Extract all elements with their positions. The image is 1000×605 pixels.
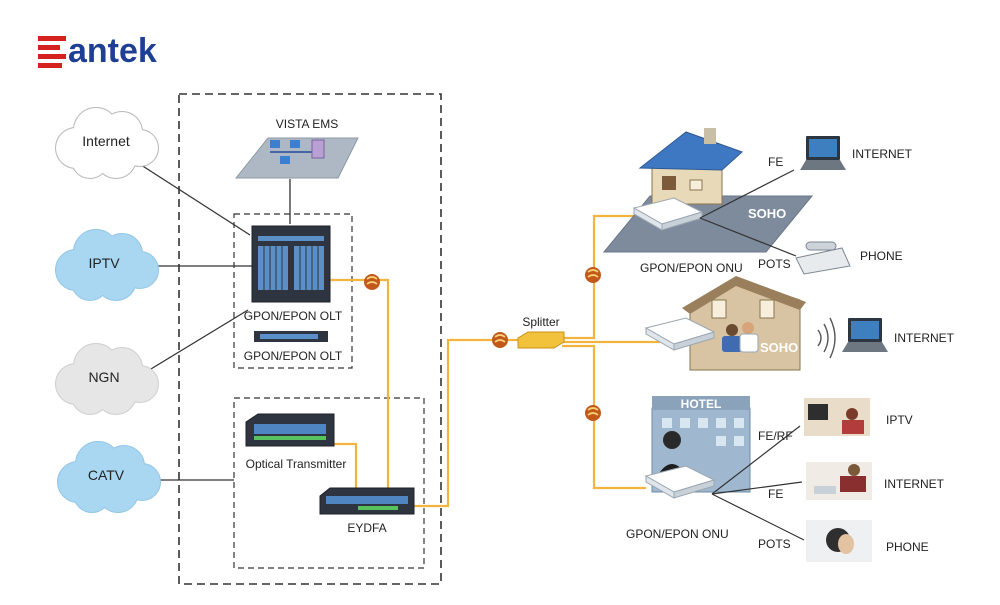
port-label: POTS bbox=[758, 257, 791, 271]
device-label: PHONE bbox=[886, 540, 929, 554]
phone-photo bbox=[806, 520, 872, 562]
central-office-boundary bbox=[178, 93, 442, 585]
eydfa-amplifier: EYDFA bbox=[319, 487, 415, 535]
cloud-label: NGN bbox=[88, 369, 119, 385]
laptop-icon bbox=[842, 318, 888, 352]
olt-main-label: GPON/EPON OLT bbox=[244, 309, 343, 323]
source-links bbox=[137, 162, 291, 481]
fiber-links bbox=[330, 214, 660, 508]
fiber-icon bbox=[363, 273, 381, 291]
hotel-site: HOTEL GPON/EPON ONU FE/RF FE POTS bbox=[626, 396, 945, 562]
catv-group-boundary bbox=[233, 397, 425, 569]
splitter: Splitter bbox=[517, 315, 565, 349]
soho-middle-site: SOHO INTERNET bbox=[645, 276, 955, 371]
onu-label: GPON/EPON ONU bbox=[626, 527, 729, 541]
transmitter-label: Optical Transmitter bbox=[246, 457, 347, 471]
internet-photo bbox=[806, 462, 872, 500]
olt-secondary: GPON/EPON OLT bbox=[244, 331, 343, 363]
device-label: IPTV bbox=[886, 413, 913, 427]
cloud-label: IPTV bbox=[88, 255, 120, 271]
olt-secondary-label: GPON/EPON OLT bbox=[244, 349, 343, 363]
antek-logo: antek bbox=[38, 32, 157, 70]
cloud-label: CATV bbox=[88, 467, 125, 483]
logo-text: antek bbox=[68, 32, 157, 70]
splitter-label: Splitter bbox=[522, 315, 559, 329]
fiber-icon bbox=[584, 404, 602, 422]
device-label: INTERNET bbox=[884, 477, 945, 491]
user-icon bbox=[722, 322, 759, 353]
hotel-sign: HOTEL bbox=[681, 397, 722, 411]
iptv-photo bbox=[804, 398, 870, 436]
catv-cloud: CATV bbox=[57, 441, 161, 513]
fiber-icon bbox=[491, 331, 509, 349]
ngn-cloud: NGN bbox=[55, 343, 159, 415]
port-label: FE bbox=[768, 155, 783, 169]
onu-label: GPON/EPON ONU bbox=[640, 261, 743, 275]
laptop-icon bbox=[800, 136, 846, 170]
soho-label: SOHO bbox=[748, 206, 786, 221]
optical-transmitter: Optical Transmitter bbox=[245, 413, 347, 471]
device-label: INTERNET bbox=[852, 147, 913, 161]
iptv-cloud: IPTV bbox=[55, 229, 159, 301]
soho-top-site: SOHO GPON/EPON ONU FE POTS INTERNET PHON… bbox=[602, 128, 913, 275]
vista-ems: VISTA EMS bbox=[234, 117, 359, 179]
port-label: FE/RF bbox=[758, 429, 793, 443]
internet-cloud: Internet bbox=[55, 107, 159, 179]
house-icon bbox=[638, 128, 743, 205]
fiber-icon bbox=[584, 266, 602, 284]
device-label: INTERNET bbox=[894, 331, 955, 345]
ems-label: VISTA EMS bbox=[276, 117, 338, 131]
soho-label: SOHO bbox=[760, 340, 798, 355]
eydfa-label: EYDFA bbox=[347, 521, 386, 535]
olt-main: GPON/EPON OLT bbox=[244, 225, 343, 323]
port-label: POTS bbox=[758, 537, 791, 551]
port-label: FE bbox=[768, 487, 783, 501]
cloud-label: Internet bbox=[82, 133, 130, 149]
phone-icon bbox=[795, 241, 851, 275]
device-label: PHONE bbox=[860, 249, 903, 263]
workstation-icon bbox=[270, 139, 325, 164]
house-icon bbox=[682, 276, 806, 371]
wireless-icon bbox=[817, 317, 836, 359]
olt-group-boundary bbox=[233, 213, 353, 369]
